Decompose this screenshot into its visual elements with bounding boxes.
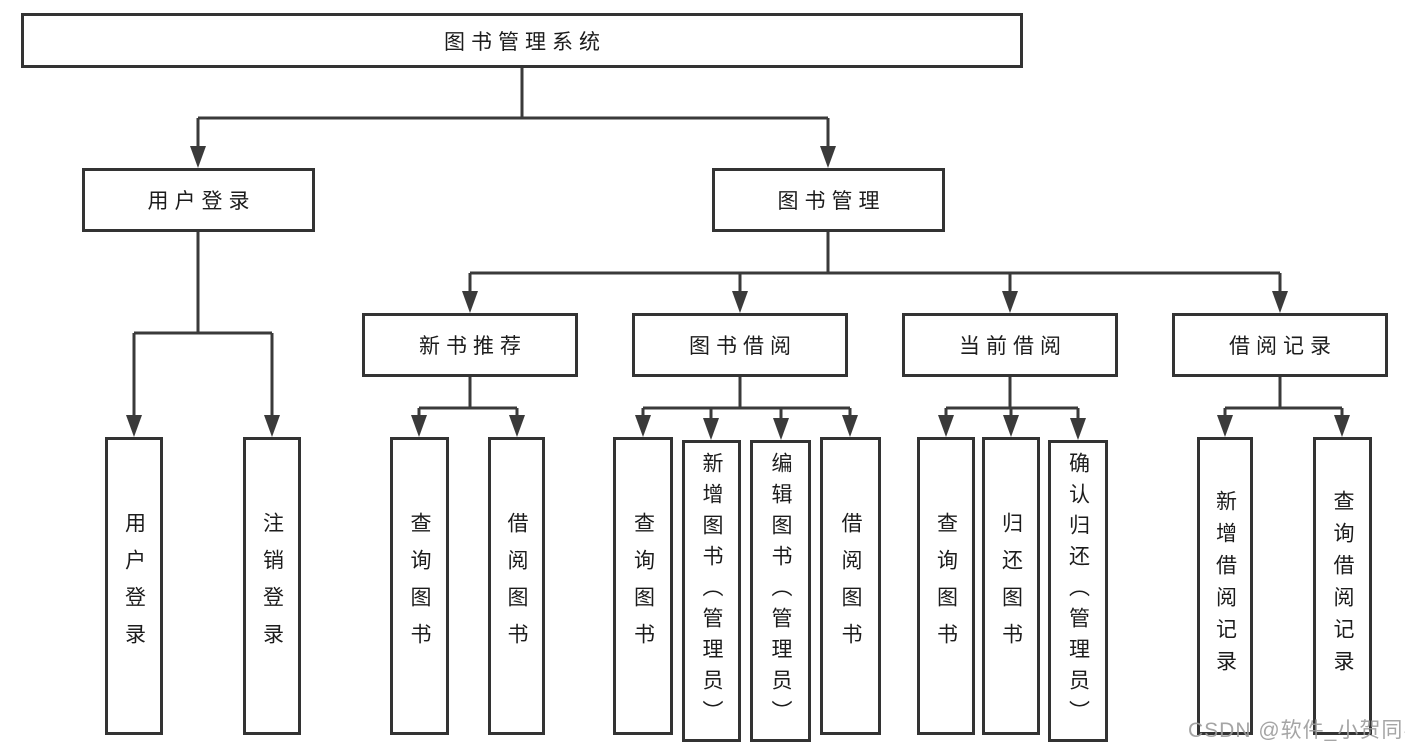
leaf-borrow-books-1: 借阅图书 (488, 437, 545, 735)
leaf-borrow-books-2: 借阅图书 (820, 437, 881, 735)
leaf-query-books-1: 查询图书 (390, 437, 449, 735)
leaf-edit-books-admin: 编辑图书（管理员） (750, 440, 811, 742)
leaf-query-books-3: 查询图书 (917, 437, 975, 735)
leaf-query-borrow-record: 查询借阅记录 (1313, 437, 1372, 735)
node-book-borrow: 图书借阅 (632, 313, 848, 377)
node-borrow-records: 借阅记录 (1172, 313, 1388, 377)
node-current-borrow: 当前借阅 (902, 313, 1118, 377)
leaf-return-books: 归还图书 (982, 437, 1040, 735)
csdn-watermark: CSDN @软件_小贺同学 (1188, 719, 1405, 742)
leaf-logout: 注销登录 (243, 437, 301, 735)
node-user-login: 用户登录 (82, 168, 315, 232)
leaf-query-books-2: 查询图书 (613, 437, 673, 735)
leaf-add-books-admin: 新增图书（管理员） (682, 440, 741, 742)
leaf-confirm-return-admin: 确认归还（管理员） (1048, 440, 1108, 742)
node-book-management: 图书管理 (712, 168, 945, 232)
leaf-add-borrow-record: 新增借阅记录 (1197, 437, 1253, 735)
node-new-book-recommend: 新书推荐 (362, 313, 578, 377)
node-root-system: 图书管理系统 (21, 13, 1023, 68)
leaf-user-login: 用户登录 (105, 437, 163, 735)
